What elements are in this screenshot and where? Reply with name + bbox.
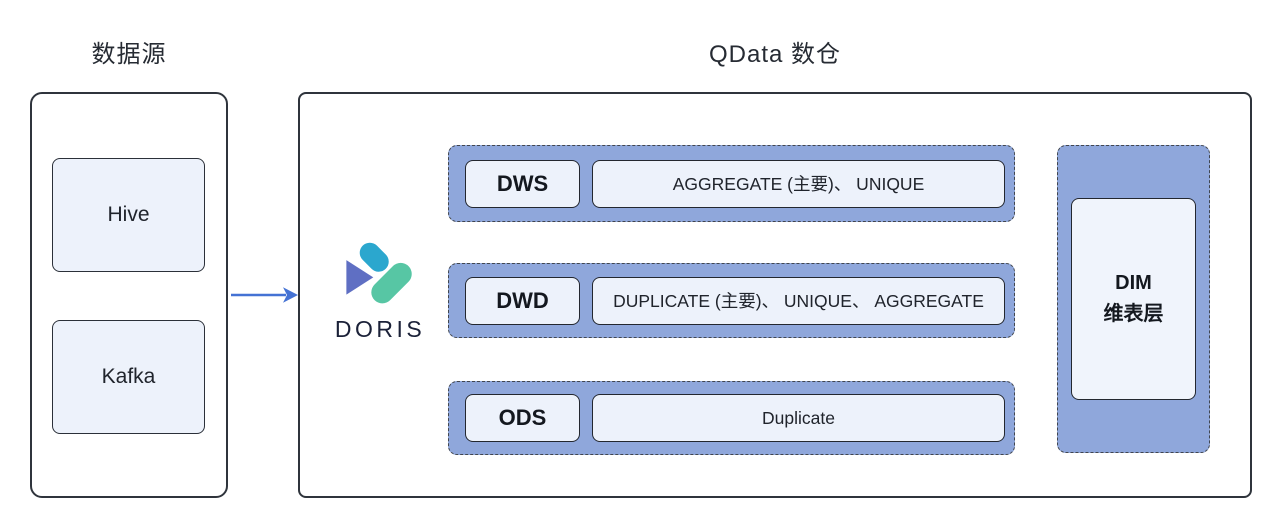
dim-layer-line2: 维表层 [1103,303,1164,325]
source-node-hive: Hive [52,158,205,272]
warehouse-panel-title: QData 数仓 [708,41,842,68]
source-node-label: Hive [107,203,150,226]
layer-name-dwd: DWD [465,276,580,325]
dim-layer-line1: DIM [1115,272,1152,294]
flow-arrow-icon [231,287,298,303]
layer-row-ods: ODS Duplicate [448,381,1015,455]
layer-name-ods: ODS [465,394,580,442]
layer-row-dwd: DWD DUPLICATE (主要)、 UNIQUE、 AGGREGATE [448,263,1015,338]
doris-logo-label: DORIS [334,316,426,342]
doris-logo-icon [346,242,412,304]
layer-row-dws: DWS AGGREGATE (主要)、 UNIQUE [448,145,1015,222]
source-panel-title: 数据源 [91,41,167,68]
source-panel: Hive Kafka [30,92,228,498]
source-node-kafka: Kafka [52,320,205,434]
warehouse-panel: DORIS DWS AGGREGATE (主要)、 UNIQUE DWD DUP… [298,92,1252,498]
source-node-label: Kafka [101,365,156,388]
doris-engine: DORIS [328,238,432,343]
layer-models-ods: Duplicate [592,394,1005,442]
layer-name-dws: DWS [465,159,580,208]
layer-models-dws: AGGREGATE (主要)、 UNIQUE [592,159,1005,208]
dim-layer-container: DIM 维表层 [1057,145,1210,453]
dim-layer-node: DIM 维表层 [1071,198,1196,400]
layer-models-dwd: DUPLICATE (主要)、 UNIQUE、 AGGREGATE [592,276,1005,325]
